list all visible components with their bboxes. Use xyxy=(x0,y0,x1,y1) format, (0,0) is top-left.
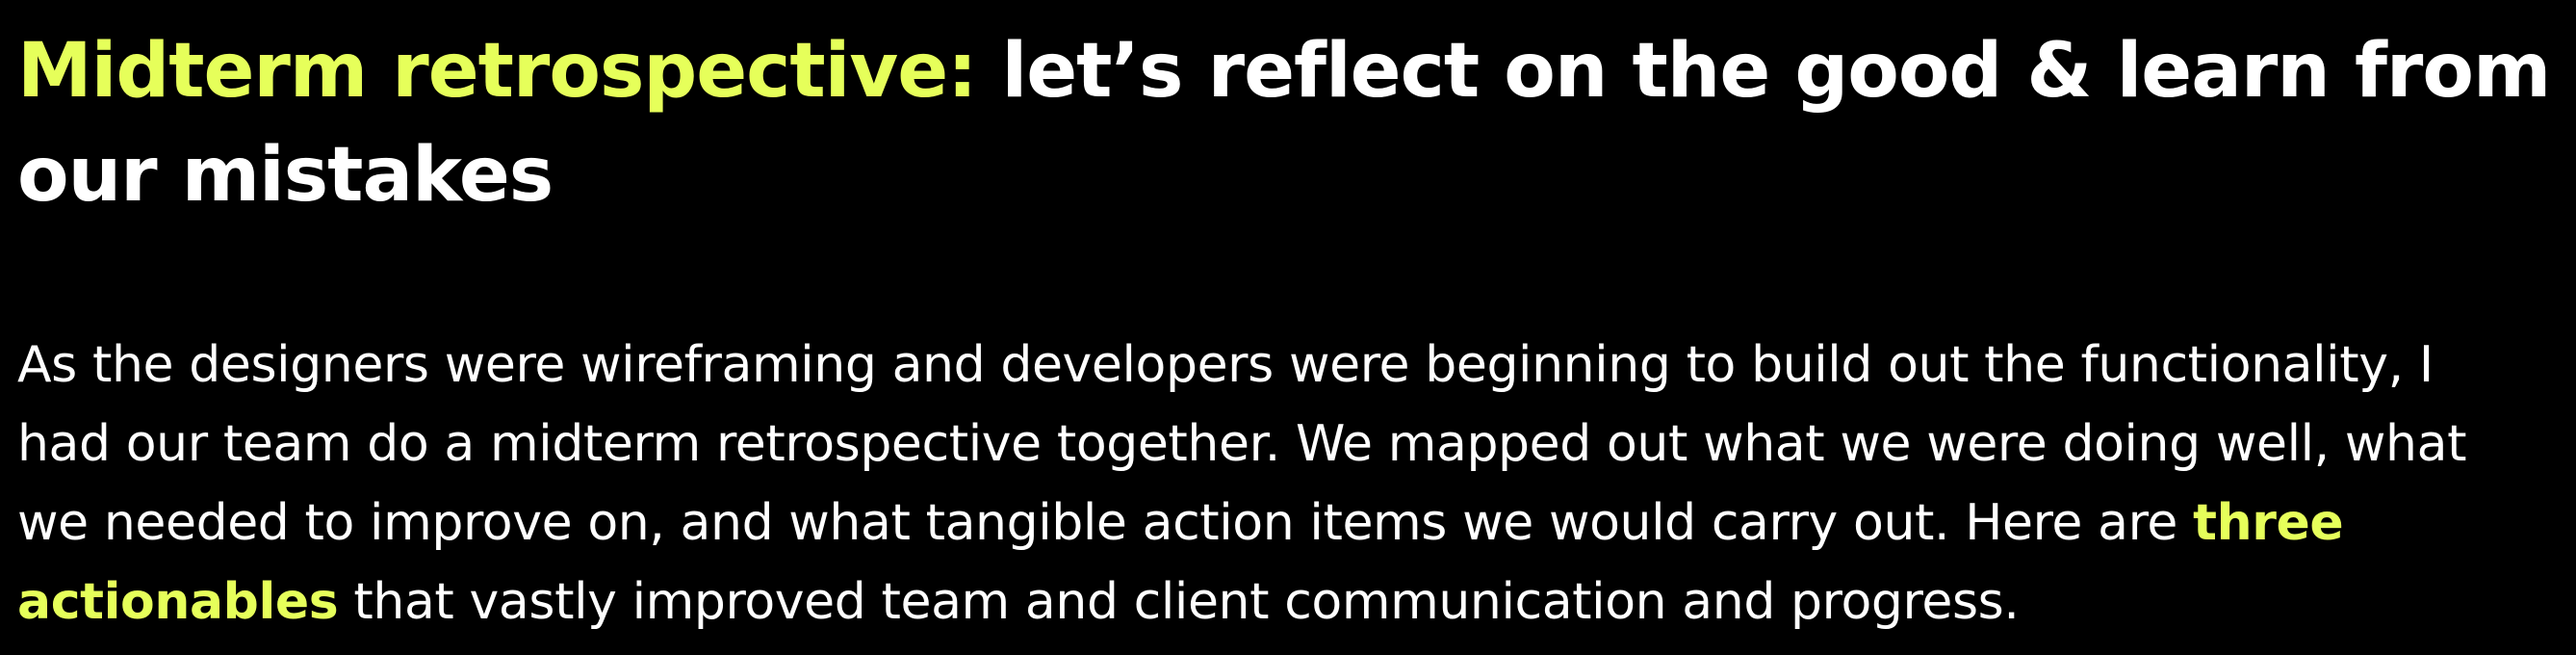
body-paragraph: As the designers were wireframing and de… xyxy=(17,326,2568,642)
body-line-3: we needed to improve on, and what tangib… xyxy=(17,484,2568,563)
body-line-2: had our team do a midterm retrospective … xyxy=(17,415,2467,473)
body-line-3-text: we needed to improve on, and what tangib… xyxy=(17,494,2194,552)
body-line-4-text: that vastly improved team and client com… xyxy=(338,573,2020,631)
highlight-three: three xyxy=(2193,494,2344,552)
retrospective-section: Midterm retrospective: let’s reflect on … xyxy=(17,0,2568,631)
heading-accent: Midterm retrospective: xyxy=(17,28,977,115)
highlight-actionables: actionables xyxy=(17,573,339,631)
section-heading: Midterm retrospective: let’s reflect on … xyxy=(17,0,2568,227)
heading-line1-rest: let’s reflect on the good & learn from xyxy=(976,28,2551,115)
body-line-4: actionables that vastly improved team an… xyxy=(17,563,2568,642)
body-line-1: As the designers were wireframing and de… xyxy=(17,336,2434,394)
heading-line2: our mistakes xyxy=(17,132,554,219)
